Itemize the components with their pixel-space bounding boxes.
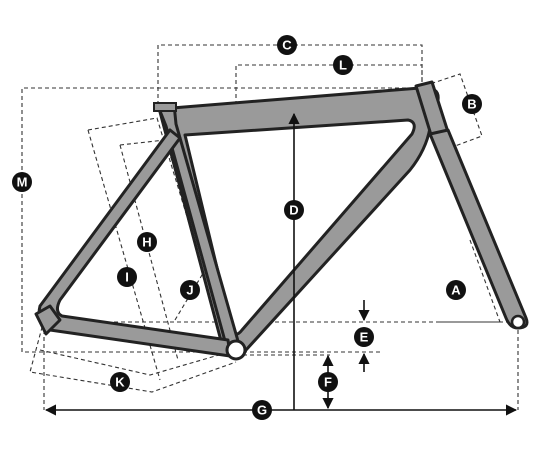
rear-dropout	[34, 304, 62, 336]
bottom-bracket	[225, 339, 247, 361]
dim-line-a2	[469, 239, 501, 323]
badge-l-label: L	[339, 58, 347, 73]
badge-d-label: D	[289, 203, 298, 218]
badge-e-label: E	[360, 330, 369, 345]
fork	[428, 128, 529, 330]
front-axle	[510, 314, 526, 330]
badge-c: C	[277, 35, 297, 55]
badge-d: D	[284, 200, 304, 220]
dim-line-k	[29, 319, 237, 393]
badge-b-label: B	[467, 97, 476, 112]
badge-g-label: G	[257, 403, 267, 418]
badge-f: F	[318, 372, 338, 392]
badge-j-label: J	[186, 283, 193, 298]
badge-m: M	[12, 172, 32, 192]
badge-f-label: F	[324, 375, 332, 390]
badge-k: K	[110, 372, 130, 392]
bike-frame	[34, 80, 529, 361]
dim-line-h	[87, 129, 161, 381]
dim-line-i	[87, 117, 231, 359]
badge-b: B	[462, 94, 482, 114]
dim-line-h3	[119, 144, 179, 361]
badge-h: H	[137, 232, 157, 252]
badge-c-label: C	[282, 38, 292, 53]
badge-e: E	[354, 327, 374, 347]
badge-a-label: A	[451, 283, 461, 298]
dim-line-k2	[39, 349, 237, 376]
badge-m-label: M	[17, 175, 28, 190]
badge-i-label: I	[125, 270, 129, 285]
dim-line-m	[21, 87, 420, 353]
badge-k-label: K	[115, 375, 125, 390]
seat-collar	[153, 102, 177, 112]
badge-j: J	[180, 280, 200, 300]
badge-i: I	[117, 267, 137, 287]
badge-h-label: H	[142, 235, 151, 250]
badge-g: G	[252, 400, 272, 420]
badge-a: A	[446, 280, 466, 300]
badge-l: L	[333, 55, 353, 75]
